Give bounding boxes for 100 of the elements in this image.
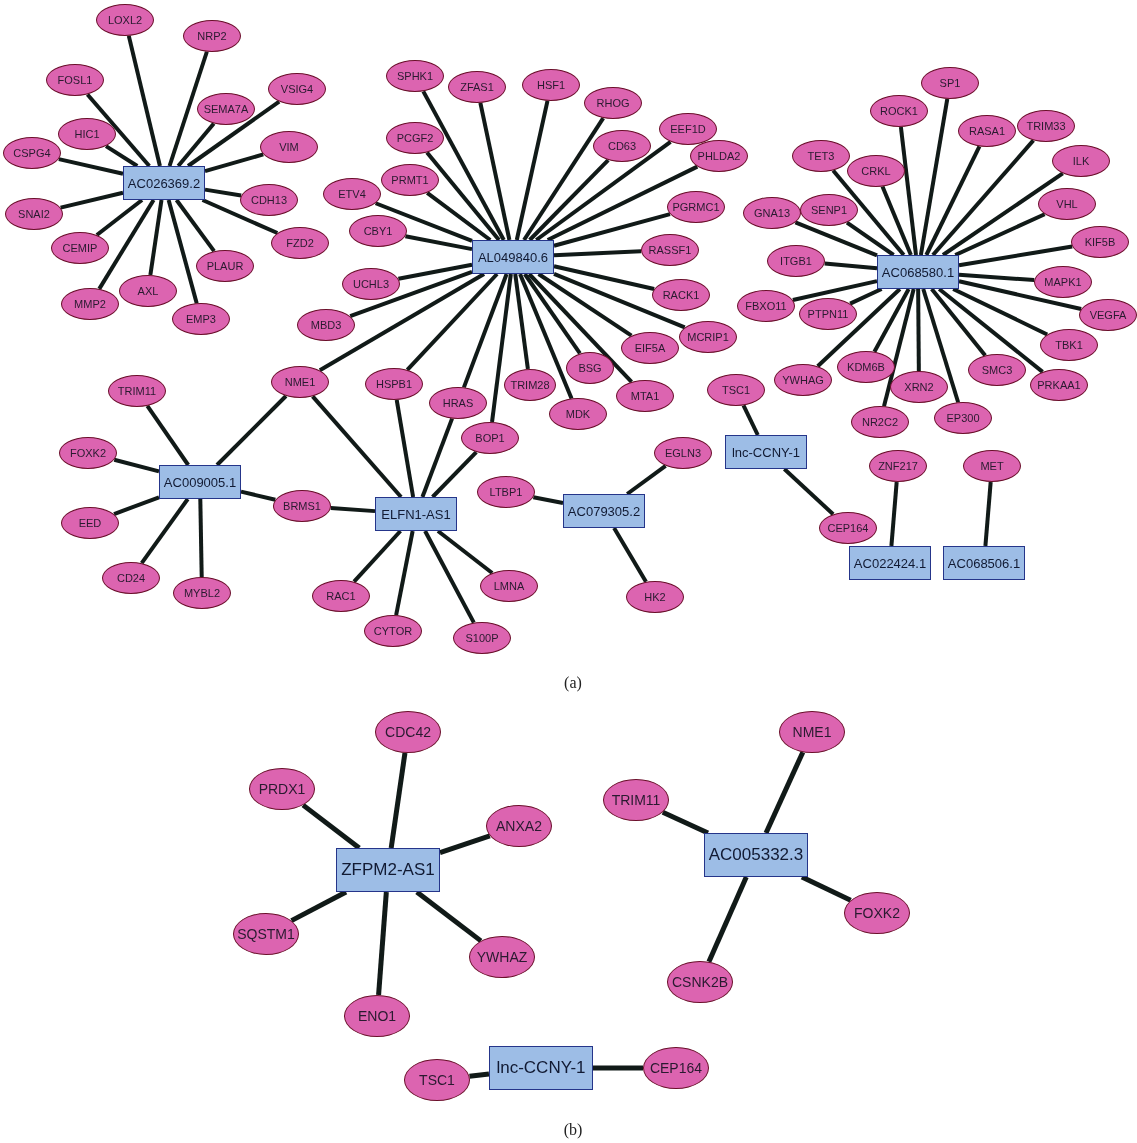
ellipse-node: RASA1 xyxy=(958,115,1016,147)
connector-line xyxy=(490,273,513,423)
ellipse-node: PLAUR xyxy=(196,250,254,282)
connector-line xyxy=(436,529,494,575)
connector-line xyxy=(352,529,402,584)
ellipse-node: CDC42 xyxy=(375,711,441,753)
ellipse-node: YWHAG xyxy=(774,364,832,396)
connector-line xyxy=(763,751,806,835)
ellipse-node: MET xyxy=(963,450,1021,482)
ellipse-node: LMNA xyxy=(480,570,538,602)
ellipse-node: CEP164 xyxy=(643,1047,709,1089)
connector-line xyxy=(95,198,144,237)
connector-line xyxy=(215,394,288,467)
connector-line xyxy=(167,51,209,167)
ellipse-node: AXL xyxy=(119,275,177,307)
ellipse-node: FBXO11 xyxy=(737,290,795,322)
connector-line xyxy=(952,287,1049,337)
ellipse-node: HIC1 xyxy=(58,118,116,150)
ellipse-node: MAPK1 xyxy=(1034,266,1092,298)
ellipse-node: EED xyxy=(61,507,119,539)
ellipse-node: TRIM11 xyxy=(108,375,166,407)
ellipse-node: PRKAA1 xyxy=(1030,369,1088,401)
connector-line xyxy=(469,1071,490,1079)
ellipse-node: EEF1D xyxy=(659,113,717,145)
connector-line xyxy=(318,272,486,373)
ellipse-node: LOXL2 xyxy=(96,4,154,36)
ellipse-node: MYBL2 xyxy=(173,577,231,609)
connector-line xyxy=(782,467,835,516)
ellipse-node: EIF5A xyxy=(621,332,679,364)
connector-line xyxy=(398,262,473,281)
ellipse-node: FOXK2 xyxy=(59,437,117,469)
ellipse-node: TBK1 xyxy=(1040,329,1098,361)
ellipse-node: PCGF2 xyxy=(386,122,444,154)
connector-line xyxy=(553,264,655,291)
ellipse-node: MTA1 xyxy=(616,380,674,412)
connector-line xyxy=(924,145,982,256)
ellipse-node: CEP164 xyxy=(819,512,877,544)
ellipse-node: SMC3 xyxy=(968,354,1026,386)
ellipse-node: CYTOR xyxy=(364,615,422,647)
connector-line xyxy=(415,890,483,943)
ellipse-node: CEMIP xyxy=(51,232,109,264)
connector-line xyxy=(374,201,473,243)
connector-line xyxy=(113,495,160,516)
ellipse-node: PHLDA2 xyxy=(690,140,748,172)
connector-line xyxy=(931,139,1035,257)
rectangle-node: AC005332.3 xyxy=(704,833,808,877)
connector-line xyxy=(166,199,199,304)
ellipse-node: TET3 xyxy=(792,140,850,172)
connector-line xyxy=(462,273,509,389)
ellipse-node: CBY1 xyxy=(349,215,407,247)
connector-line xyxy=(85,93,151,168)
connector-line xyxy=(593,1065,643,1071)
ellipse-node: PGRMC1 xyxy=(667,191,725,223)
connector-line xyxy=(537,272,633,338)
connector-line xyxy=(661,810,710,836)
connector-line xyxy=(176,122,216,168)
ellipse-node: SEMA7A xyxy=(197,93,255,125)
ellipse-node: VSIG4 xyxy=(268,73,326,105)
ellipse-node: HSPB1 xyxy=(365,368,423,400)
connector-line xyxy=(204,152,264,174)
ellipse-node: ZFAS1 xyxy=(448,71,506,103)
connector-line xyxy=(958,279,1082,311)
connector-line xyxy=(376,891,389,996)
ellipse-node: EP300 xyxy=(934,402,992,434)
connector-line xyxy=(405,234,473,252)
connector-line xyxy=(527,272,633,384)
connector-line xyxy=(794,220,878,258)
rectangle-node: ELFN1-AS1 xyxy=(375,497,457,531)
ellipse-node: SPHK1 xyxy=(386,60,444,92)
connector-line xyxy=(937,287,1044,374)
connector-line xyxy=(148,199,164,276)
ellipse-node: BSG xyxy=(566,352,614,384)
connector-line xyxy=(831,169,906,257)
connector-line xyxy=(420,417,454,498)
ellipse-node: TSC1 xyxy=(707,374,765,406)
ellipse-node: RHOG xyxy=(584,87,642,119)
rectangle-node: AC026369.2 xyxy=(123,166,205,200)
ellipse-node: VEGFA xyxy=(1079,299,1137,331)
ellipse-node: SNAI2 xyxy=(5,198,63,230)
ellipse-node: HRAS xyxy=(429,387,487,419)
connector-line xyxy=(518,273,574,400)
connector-line xyxy=(546,164,699,242)
connector-line xyxy=(394,530,415,616)
ellipse-node: MDK xyxy=(549,398,607,430)
connector-line xyxy=(388,752,408,849)
connector-line xyxy=(60,190,124,210)
ellipse-node: CSPG4 xyxy=(3,137,61,169)
ellipse-node: EGLN3 xyxy=(654,437,712,469)
connector-line xyxy=(394,399,416,498)
ellipse-node: CSNK2B xyxy=(667,961,733,1003)
connector-line xyxy=(301,803,361,850)
connector-line xyxy=(423,530,476,624)
ellipse-node: TSC1 xyxy=(404,1059,470,1101)
panel-label: (a) xyxy=(564,674,582,692)
ellipse-node: VHL xyxy=(1038,188,1096,220)
connector-line xyxy=(535,140,672,242)
connector-line xyxy=(553,249,642,258)
connector-line xyxy=(198,498,204,578)
connector-line xyxy=(845,220,895,257)
connector-line xyxy=(240,489,276,502)
